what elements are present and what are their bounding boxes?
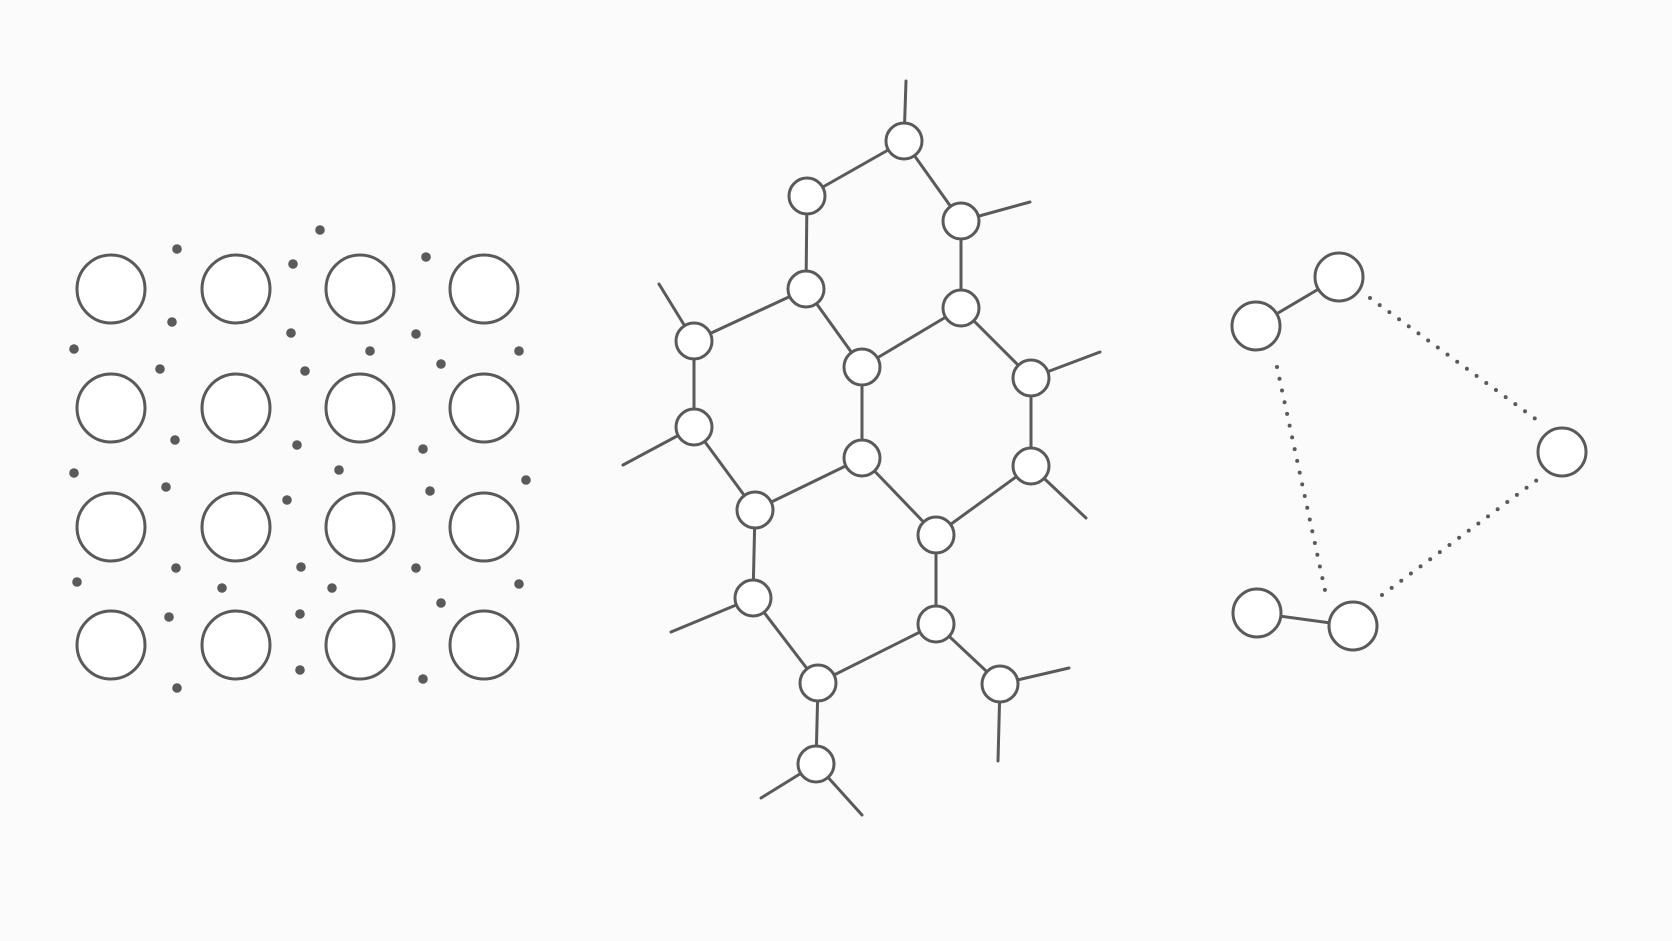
- lattice-ion-circle: [448, 253, 520, 325]
- covalent-bond-line: [816, 622, 938, 685]
- intermolecular-dotted-link: [1380, 478, 1539, 597]
- covalent-bond-line: [692, 287, 808, 343]
- network-atom-node: [884, 121, 924, 161]
- lattice-electron-dot: [436, 598, 446, 608]
- lattice-electron-dot: [411, 329, 421, 339]
- lattice-ion-circle: [200, 253, 272, 325]
- lattice-electron-dot: [172, 244, 182, 254]
- molecule-atom-node: [1313, 251, 1365, 303]
- network-atom-node: [941, 201, 981, 241]
- lattice-electron-dot: [295, 665, 305, 675]
- network-atom-node: [916, 604, 956, 644]
- lattice-ion-circle: [75, 491, 147, 563]
- network-atom-node: [735, 490, 775, 530]
- lattice-electron-dot: [217, 583, 227, 593]
- lattice-electron-dot: [164, 612, 174, 622]
- intermolecular-dotted-link: [1275, 365, 1328, 597]
- lattice-electron-dot: [296, 562, 306, 572]
- lattice-electron-dot: [334, 465, 344, 475]
- lattice-electron-dot: [514, 346, 524, 356]
- lattice-electron-dot: [172, 683, 182, 693]
- molecule-atom-node: [1231, 587, 1283, 639]
- lattice-electron-dot: [300, 366, 310, 376]
- lattice-electron-dot: [514, 579, 524, 589]
- lattice-ion-circle: [448, 372, 520, 444]
- lattice-ion-circle: [324, 491, 396, 563]
- molecule-atom-node: [1327, 600, 1379, 652]
- network-atom-node: [916, 515, 956, 555]
- lattice-electron-dot: [171, 563, 181, 573]
- lattice-electron-dot: [425, 486, 435, 496]
- lattice-ion-circle: [75, 253, 147, 325]
- lattice-ion-circle: [200, 372, 272, 444]
- molecule-atom-node: [1230, 300, 1282, 352]
- lattice-ion-circle: [324, 372, 396, 444]
- network-atom-node: [733, 578, 773, 618]
- lattice-electron-dot: [436, 359, 446, 369]
- lattice-ion-circle: [448, 609, 520, 681]
- lattice-electron-dot: [315, 225, 325, 235]
- lattice-electron-dot: [418, 674, 428, 684]
- molecular-pairs-panel: [1230, 251, 1588, 652]
- lattice-electron-dot: [521, 475, 531, 485]
- lattice-ion-circle: [75, 609, 147, 681]
- lattice-electron-dot: [286, 328, 296, 338]
- network-atom-node: [798, 663, 838, 703]
- lattice-electron-dot: [69, 344, 79, 354]
- lattice-electron-dot: [411, 563, 421, 573]
- intermolecular-dotted-link: [1368, 296, 1539, 422]
- covalent-bond-line: [753, 456, 864, 512]
- network-atom-node: [980, 664, 1020, 704]
- network-atom-node: [842, 347, 882, 387]
- lattice-ion-circle: [200, 609, 272, 681]
- lattice-ion-circle: [448, 491, 520, 563]
- network-atom-node: [1011, 446, 1051, 486]
- network-atom-node: [796, 744, 836, 784]
- network-atom-node: [786, 269, 826, 309]
- network-atom-node: [1011, 358, 1051, 398]
- lattice-electron-dot: [155, 364, 165, 374]
- lattice-ion-circle: [324, 609, 396, 681]
- lattice-electron-dot: [292, 440, 302, 450]
- covalent-network-panel: [621, 79, 1102, 817]
- ionic-lattice-panel: [69, 225, 531, 693]
- lattice-electron-dot: [167, 317, 177, 327]
- network-atom-node: [674, 321, 714, 361]
- lattice-electron-dot: [282, 495, 292, 505]
- network-atom-node: [787, 176, 827, 216]
- network-atom-node: [674, 407, 714, 447]
- lattice-electron-dot: [170, 435, 180, 445]
- lattice-electron-dot: [421, 252, 431, 262]
- single-atom-node: [1536, 426, 1588, 478]
- lattice-electron-dot: [327, 583, 337, 593]
- covalent-bond-line: [934, 464, 1033, 537]
- lattice-electron-dot: [72, 577, 82, 587]
- lattice-electron-dot: [418, 444, 428, 454]
- lattice-ion-circle: [324, 253, 396, 325]
- network-atom-node: [842, 438, 882, 478]
- lattice-electron-dot: [69, 468, 79, 478]
- lattice-ion-circle: [200, 491, 272, 563]
- lattice-electron-dot: [161, 482, 171, 492]
- network-atom-node: [941, 288, 981, 328]
- lattice-electron-dot: [295, 609, 305, 619]
- lattice-electron-dot: [365, 346, 375, 356]
- lattice-ion-circle: [75, 372, 147, 444]
- lattice-electron-dot: [288, 259, 298, 269]
